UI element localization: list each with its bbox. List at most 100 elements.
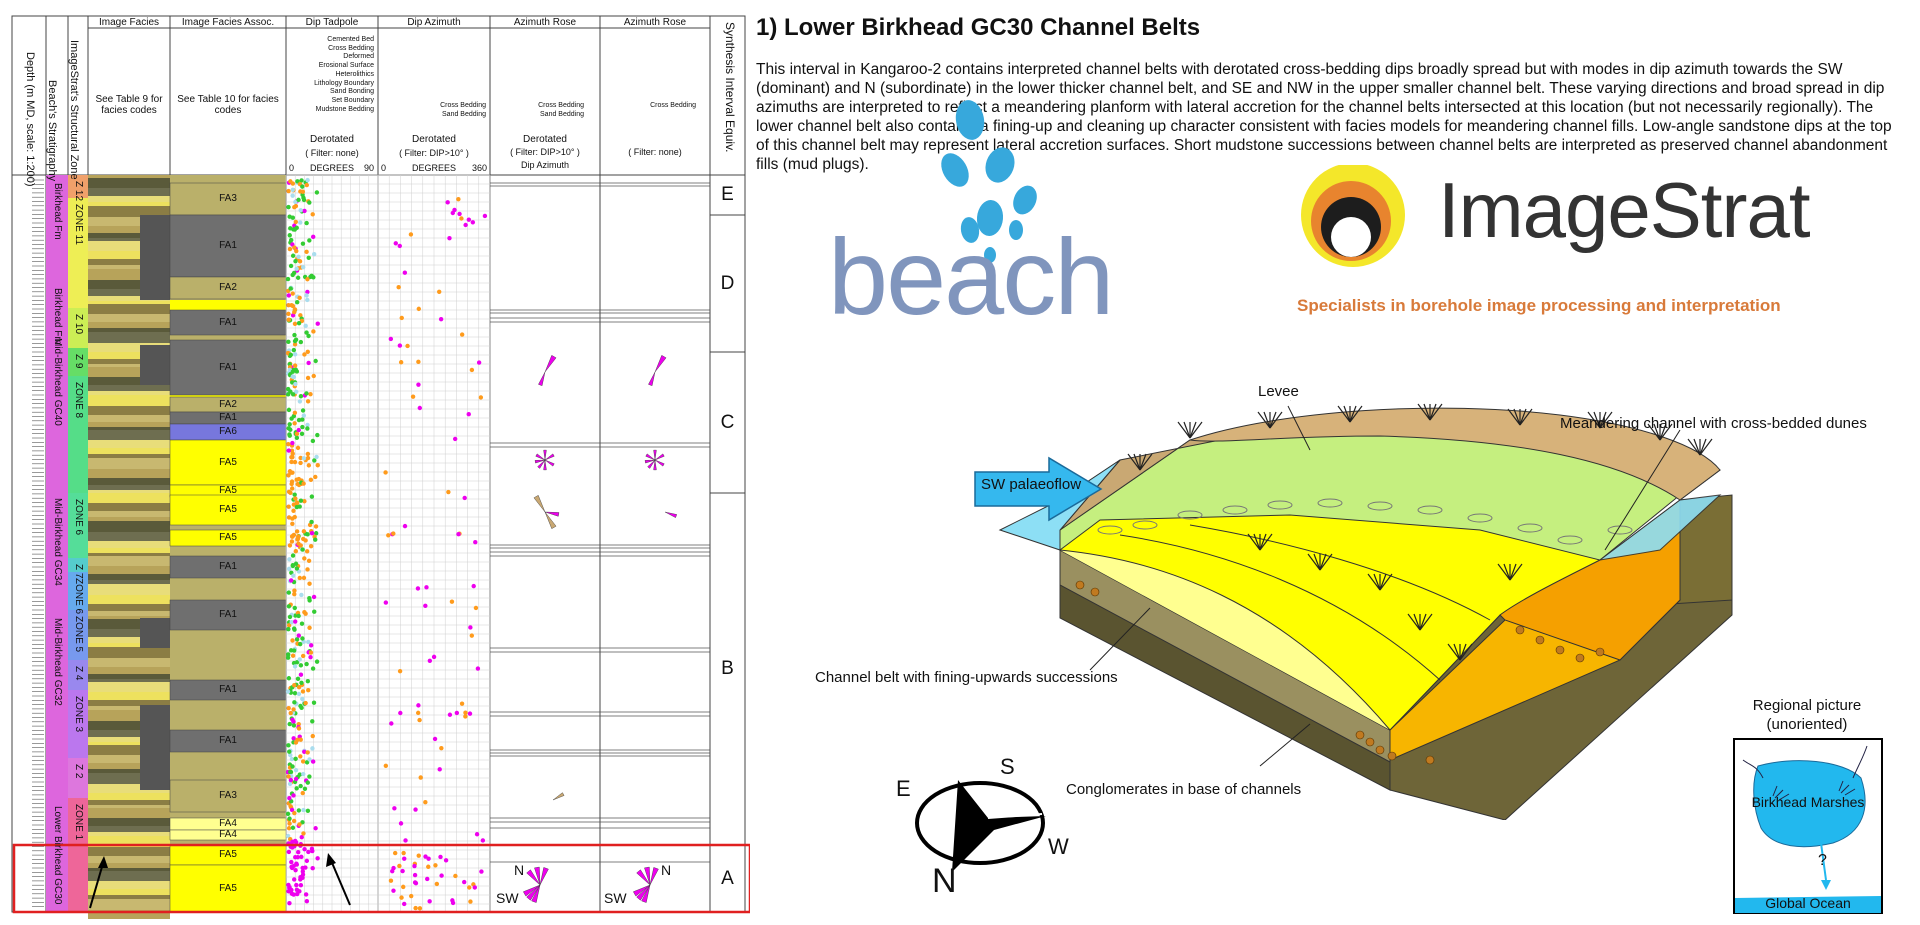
conglomerate-label: Conglomerates in base of channels xyxy=(1066,781,1302,798)
regional-map xyxy=(1733,738,1883,914)
facies-assoc-label: FA3 xyxy=(219,193,237,204)
zone-label: Z 10 xyxy=(73,314,84,335)
tadpole-max: 90 xyxy=(364,163,375,173)
compass-s: S xyxy=(1000,754,1015,779)
rose1-sub-1: Derotated xyxy=(523,134,567,145)
legend-entry: Deformed xyxy=(343,53,374,61)
zone-label: Z 4 xyxy=(73,666,84,681)
facies-assoc-label: FA4 xyxy=(219,818,237,829)
facies-assoc-label: FA1 xyxy=(219,561,237,572)
facies-assoc-label: FA1 xyxy=(219,316,237,328)
facies-assoc-label: FA1 xyxy=(219,412,237,423)
palaeoflow-label: SW palaeoflow xyxy=(981,476,1082,493)
rose2-sub-1: ( Filter: none) xyxy=(628,147,682,157)
zone-header: ImageStrat's Structural Zone xyxy=(68,40,80,180)
well-log-panel xyxy=(11,15,750,919)
legend-entry: Lithology Boundary xyxy=(314,79,374,87)
facies-assoc-label: FA5 xyxy=(219,504,237,515)
legend-entry: Set Boundary xyxy=(331,96,374,104)
facies-note: See Table 9 for facies codes xyxy=(95,94,163,116)
zone-label: ZONE 6 xyxy=(73,578,84,615)
regional-title-2: (unoriented) xyxy=(1766,716,1848,733)
facies-assoc-label: FA1 xyxy=(219,361,237,373)
depth-header: Depth (m MD, scale: 1:200) xyxy=(24,52,36,187)
zone-label: Z 9 xyxy=(73,354,84,369)
zone-label: ZONE 3 xyxy=(73,696,84,733)
rose1-sub-2: ( Filter: DIP>10° ) xyxy=(510,147,580,157)
zone-label: ZONE 1 xyxy=(73,804,84,841)
synthesis-interval-label: C xyxy=(720,411,735,433)
azimuth-sub-2: ( Filter: DIP>10° ) xyxy=(399,148,469,158)
compass-icon xyxy=(915,780,1046,872)
beach-logo-text: beach xyxy=(828,216,1114,337)
facies-assoc-label: FA1 xyxy=(219,609,237,620)
tadpole-min: 0 xyxy=(289,163,295,173)
synthesis-interval-label: B xyxy=(721,658,734,679)
channel-belt-label: Channel belt with fining-upwards success… xyxy=(815,669,1118,686)
legend-entry: Mudstone Bedding xyxy=(315,105,374,113)
rose2-legend: Cross Bedding xyxy=(620,101,696,110)
rose2-header: Azimuth Rose xyxy=(623,17,687,28)
regional-question: ? xyxy=(1818,852,1827,869)
assoc-note: See Table 10 for facies codes xyxy=(177,94,279,116)
tadpole-sub-1: Derotated xyxy=(310,134,354,145)
rose1-sub-3: Dip Azimuth xyxy=(520,160,570,170)
imagestrat-logo-text: ImageStrat xyxy=(1438,166,1811,254)
legend-entry: Cemented Bed xyxy=(327,36,374,43)
legend-entry: Cross Bedding xyxy=(650,102,696,109)
beach-logo xyxy=(941,100,1037,263)
facies-assoc-label: FA1 xyxy=(219,684,237,695)
legend-entry: Sand Bonding xyxy=(330,88,374,96)
legend-entry: Cross Bedding xyxy=(440,102,486,109)
azimuth-sub-1: Derotated xyxy=(412,134,456,145)
tadpole-unit: DEGREES xyxy=(309,163,354,173)
facies-assoc-label: FA6 xyxy=(219,426,237,437)
zone-label: Z 12 xyxy=(73,181,84,202)
rose2-sw-label: SW xyxy=(604,890,627,906)
strat-unit-label: Mid-Birkhead GC40 xyxy=(52,338,63,426)
facies-assoc-label: FA2 xyxy=(219,398,237,410)
legend-entry: Cross Bedding xyxy=(328,44,374,52)
facies-assoc-label: FA3 xyxy=(219,790,237,801)
strat-unit-label: Birkhead Fm xyxy=(52,288,63,345)
zone-label: ZONE 5 xyxy=(73,616,84,653)
regional-marsh: Birkhead Marshes xyxy=(1751,794,1865,810)
rose1-header: Azimuth Rose xyxy=(513,17,577,28)
synthesis-interval-label: E xyxy=(721,184,734,205)
facies-header: Image Facies xyxy=(98,17,160,28)
diagram-pointers xyxy=(1089,405,1681,767)
legend-entry: Erosional Surface xyxy=(318,62,374,70)
strat-unit-label: Birkhead Fm xyxy=(52,183,63,240)
description-text: This interval in Kangaroo-2 contains int… xyxy=(756,61,1892,173)
facies-assoc-label: FA5 xyxy=(219,456,237,468)
zone-label: ZONE 11 xyxy=(73,204,84,245)
legend-entry: Sand Bedding xyxy=(540,111,584,118)
synthesis-interval-label: A xyxy=(721,867,734,889)
tadpole-sub-2: ( Filter: none) xyxy=(305,148,359,158)
levee-label: Levee xyxy=(1258,383,1299,400)
page-title: 1) Lower Birkhead GC30 Channel Belts xyxy=(756,14,1201,41)
strat-unit-label: Mid-Birkhead GC32 xyxy=(52,618,63,706)
regional-title-1: Regional picture xyxy=(1752,697,1862,714)
strat-header: Beach's Stratigraphy xyxy=(46,80,58,182)
zone-label: ZONE 6 xyxy=(73,499,84,536)
meander-label: Meandering channel with cross-bedded dun… xyxy=(1560,415,1867,432)
azimuth-max: 360 xyxy=(472,163,488,173)
strat-unit-label: Mid-Birkhead GC34 xyxy=(52,498,63,586)
facies-assoc-label: FA1 xyxy=(219,735,237,746)
rose1-n-label: N xyxy=(514,862,525,878)
regional-ocean: Global Ocean xyxy=(1765,895,1851,911)
legend-entry: Heterolithics xyxy=(335,70,374,78)
imagestrat-tagline: Specialists in borehole image processing… xyxy=(1297,296,1781,315)
facies-assoc-header: Image Facies Assoc. xyxy=(181,17,275,28)
azimuth-unit: DEGREES xyxy=(411,163,456,173)
synthesis-header: Synthesis Interval Equiv. xyxy=(723,22,737,153)
facies-assoc-label: FA5 xyxy=(219,485,237,496)
synthesis-interval-label: D xyxy=(720,272,735,294)
facies-assoc-label: FA5 xyxy=(219,882,237,894)
facies-assoc-label: FA5 xyxy=(219,849,237,860)
azimuth-min: 0 xyxy=(381,163,387,173)
